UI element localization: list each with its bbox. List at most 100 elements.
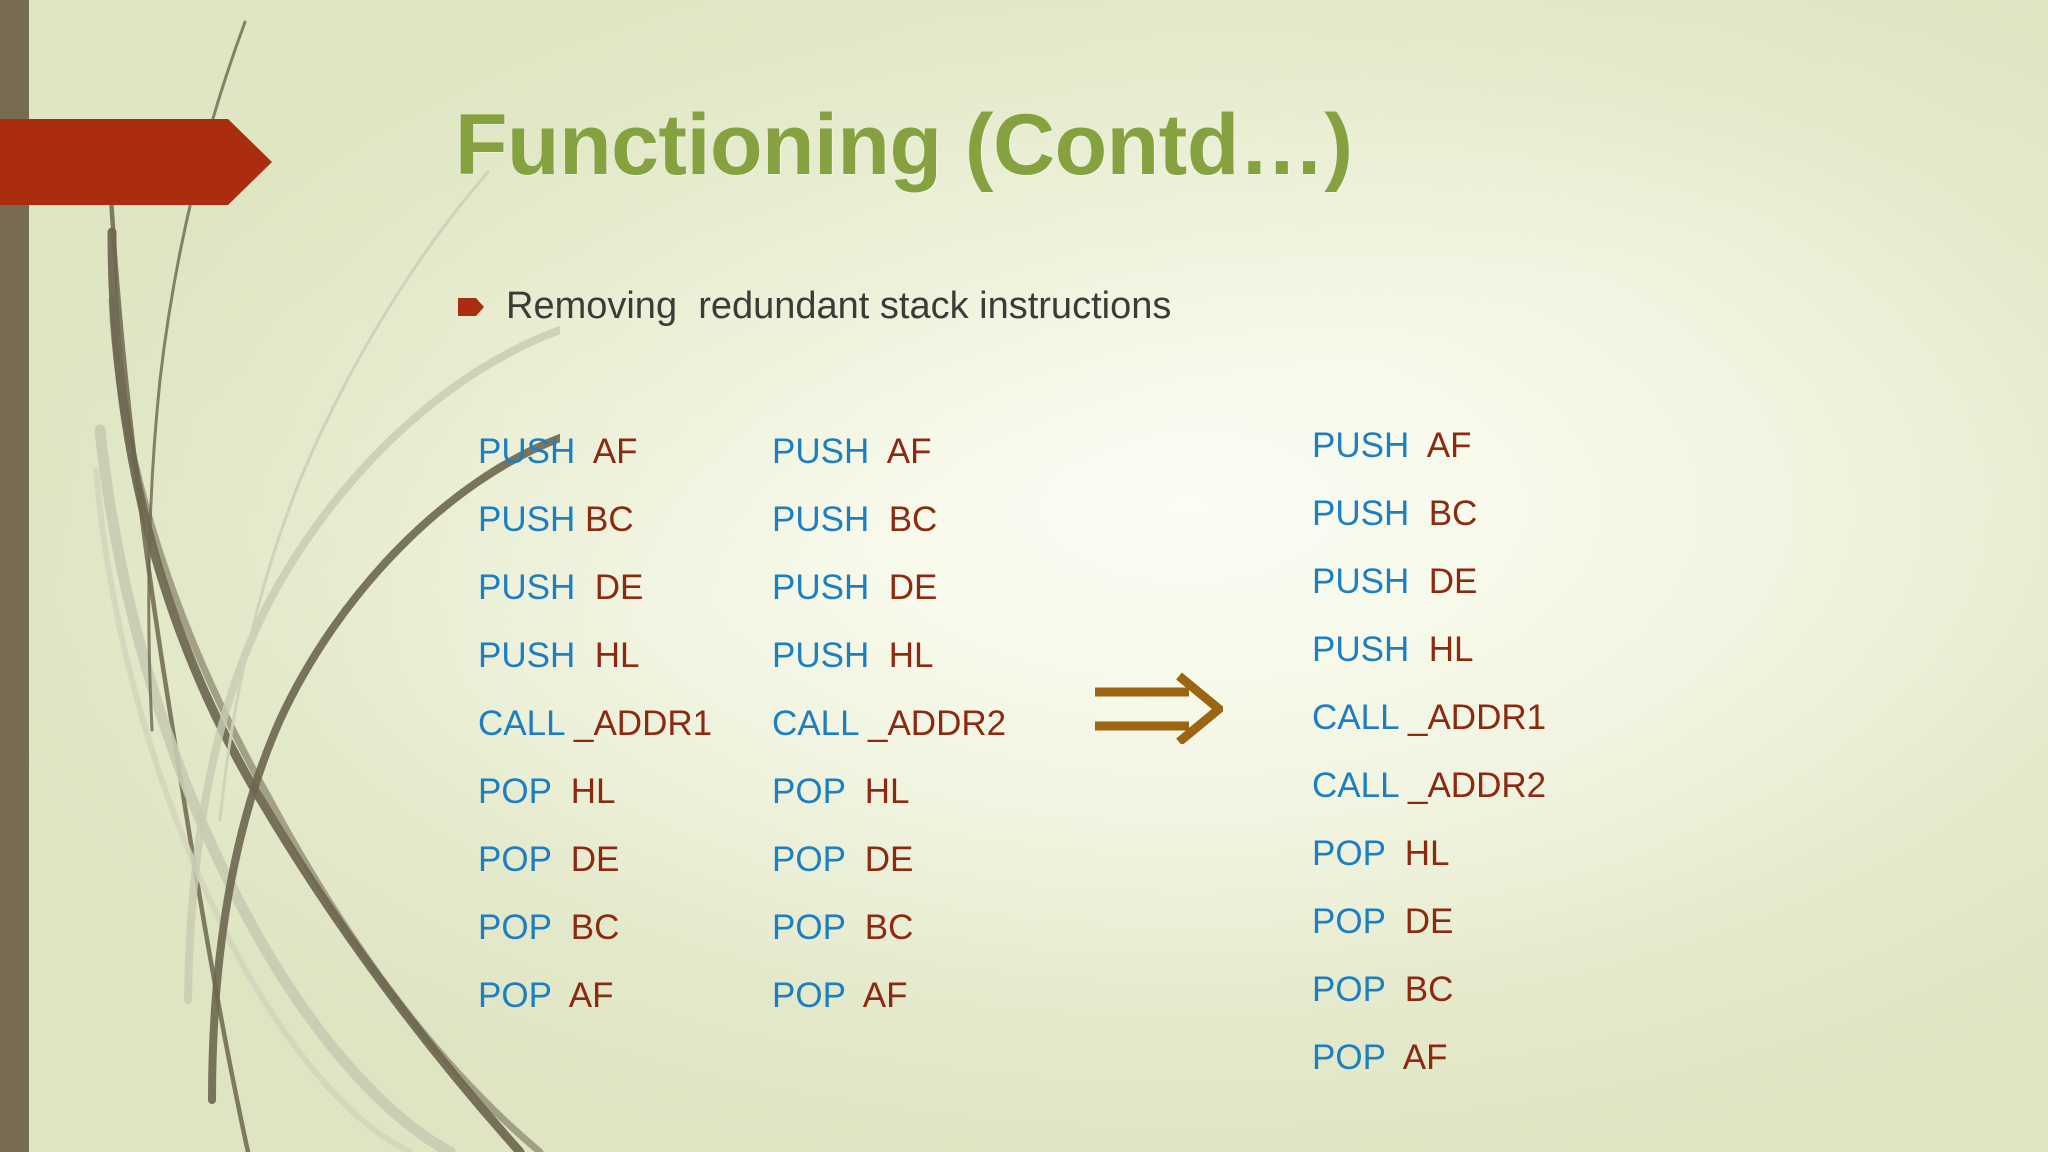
opcode-token: PUSH (1312, 562, 1410, 601)
token-gap (1409, 494, 1419, 533)
opcode-token: POP (772, 772, 846, 811)
operand-token: DE (878, 568, 938, 607)
operand-token: BC (878, 500, 938, 539)
code-line: POP DE (1312, 888, 1546, 956)
opcode-token: POP (478, 772, 552, 811)
operand-token: _ADDR1 (574, 704, 713, 743)
code-line: PUSH AF (772, 418, 1006, 486)
operand-token: AF (584, 432, 638, 471)
code-line: PUSH BC (1312, 480, 1546, 548)
opcode-token: POP (478, 976, 552, 1015)
token-gap (1385, 1038, 1395, 1077)
token-gap (575, 500, 585, 539)
operand-token: HL (1418, 630, 1474, 669)
code-line: CALL _ADDR2 (772, 690, 1006, 758)
token-gap (551, 840, 561, 879)
code-line: PUSH HL (772, 622, 1006, 690)
code-line: POP AF (478, 962, 712, 1030)
token-gap (575, 432, 585, 471)
opcode-token: POP (772, 976, 846, 1015)
operand-token: DE (1418, 562, 1478, 601)
opcode-token: PUSH (478, 432, 576, 471)
code-line: PUSH AF (478, 418, 712, 486)
code-line: CALL _ADDR1 (1312, 684, 1546, 752)
code-line: POP HL (772, 758, 1006, 826)
operand-token: AF (1418, 426, 1472, 465)
code-line: PUSH BC (772, 486, 1006, 554)
code-line: POP BC (1312, 956, 1546, 1024)
token-gap (869, 568, 879, 607)
token-gap (564, 704, 574, 743)
code-line: PUSH DE (772, 554, 1006, 622)
opcode-token: PUSH (772, 636, 870, 675)
opcode-token: PUSH (772, 568, 870, 607)
operand-token: HL (584, 636, 640, 675)
token-gap (858, 704, 868, 743)
token-gap (869, 500, 879, 539)
token-gap (869, 636, 879, 675)
operand-token: BC (855, 908, 914, 947)
code-line: POP BC (772, 894, 1006, 962)
opcode-token: PUSH (1312, 630, 1410, 669)
token-gap (551, 908, 561, 947)
token-gap (869, 432, 879, 471)
opcode-token: POP (772, 840, 846, 879)
token-gap (551, 772, 561, 811)
token-gap (1385, 970, 1395, 1009)
operand-token: DE (1395, 902, 1454, 941)
arrow-bullet-icon (458, 297, 484, 316)
opcode-token: POP (1312, 1038, 1386, 1077)
code-line: POP HL (1312, 820, 1546, 888)
opcode-token: POP (1312, 970, 1386, 1009)
code-line: POP DE (772, 826, 1006, 894)
operand-token: AF (1395, 1038, 1448, 1077)
token-gap (845, 840, 855, 879)
operand-token: DE (584, 568, 644, 607)
opcode-token: PUSH (478, 568, 576, 607)
opcode-token: CALL (1312, 766, 1399, 805)
title-banner-chevron (0, 119, 272, 205)
operand-token: _ADDR2 (1408, 766, 1547, 805)
opcode-token: PUSH (478, 500, 576, 539)
operand-token: _ADDR1 (1408, 698, 1547, 737)
code-line: POP AF (1312, 1024, 1546, 1092)
token-gap (575, 568, 585, 607)
code-line: PUSH DE (478, 554, 712, 622)
code-line: PUSH AF (1312, 412, 1546, 480)
operand-token: BC (561, 908, 620, 947)
token-gap (1398, 698, 1408, 737)
operand-token: HL (561, 772, 616, 811)
operand-token: HL (878, 636, 934, 675)
operand-token: AF (561, 976, 614, 1015)
page-title: Functioning (Contd…) (455, 97, 1353, 193)
operand-token: DE (855, 840, 914, 879)
token-gap (1398, 766, 1408, 805)
code-line: POP BC (478, 894, 712, 962)
token-gap (1409, 562, 1419, 601)
code-line: POP HL (478, 758, 712, 826)
operand-token: DE (561, 840, 620, 879)
opcode-token: POP (1312, 902, 1386, 941)
opcode-token: POP (1312, 834, 1386, 873)
token-gap (1409, 630, 1419, 669)
operand-token: AF (878, 432, 932, 471)
token-gap (1385, 834, 1395, 873)
opcode-token: POP (478, 840, 552, 879)
opcode-token: PUSH (1312, 494, 1410, 533)
code-line: PUSH HL (1312, 616, 1546, 684)
opcode-token: POP (478, 908, 552, 947)
opcode-token: POP (772, 908, 846, 947)
operand-token: BC (1395, 970, 1454, 1009)
code-line: POP AF (772, 962, 1006, 1030)
token-gap (1385, 902, 1395, 941)
bullet-row: Removing redundant stack instructions (458, 285, 1171, 328)
code-line: CALL _ADDR2 (1312, 752, 1546, 820)
token-gap (1409, 426, 1419, 465)
opcode-token: PUSH (1312, 426, 1410, 465)
operand-token: BC (584, 500, 634, 539)
operand-token: AF (855, 976, 908, 1015)
code-line: PUSH BC (478, 486, 712, 554)
token-gap (845, 772, 855, 811)
